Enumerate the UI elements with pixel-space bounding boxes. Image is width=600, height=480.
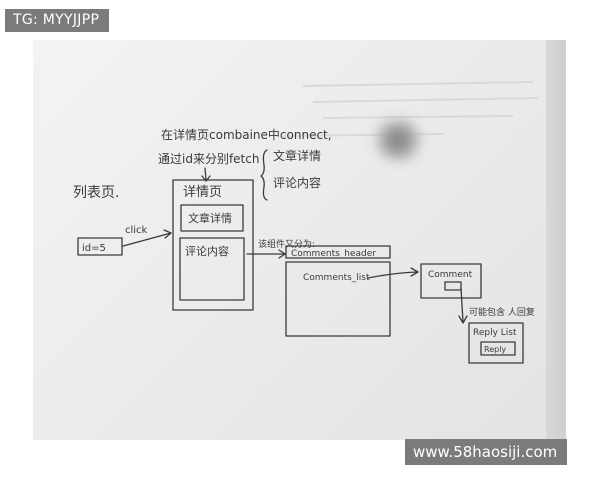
comments-list-label: Comments_list (303, 273, 370, 283)
reply-list-label: Reply List (473, 328, 517, 338)
note-branch-article: 文章详情 (273, 148, 321, 163)
id-box (77, 237, 123, 256)
comments-list-box (285, 261, 391, 337)
detail-page-box (172, 179, 254, 311)
note-line-1: 在详情页combaine中connect, (161, 127, 332, 142)
brace (260, 149, 268, 201)
comment-content-box (179, 237, 245, 301)
note-line-2: 通过id来分别fetch (158, 152, 259, 166)
paper-edge (546, 40, 566, 440)
comment-arrow (367, 271, 418, 279)
click-label: click (125, 225, 148, 236)
reply-label: Reply (484, 345, 506, 354)
reply-list-box (468, 322, 524, 364)
detail-page-title: 详情页 (183, 185, 222, 200)
click-arrow (122, 232, 172, 247)
photo-of-sketch: 在详情页combaine中connect, 通过id来分别fetch 文章详情 … (33, 40, 566, 440)
comments-header-label: Comments_header (291, 249, 376, 259)
id-box-text: id=5 (82, 243, 106, 254)
article-detail-label: 文章详情 (188, 211, 232, 225)
comment-split-note: 该组件又分为: (258, 238, 315, 250)
watermark-bottom: www.58haosiji.com (405, 439, 568, 465)
reply-note: 可能包含 人回复 (469, 306, 535, 318)
list-page-label: 列表页. (73, 185, 119, 201)
hand-drawn-diagram: 在详情页combaine中connect, 通过id来分别fetch 文章详情 … (73, 127, 535, 364)
comments-header-box (285, 245, 391, 259)
reply-box (480, 341, 516, 356)
note-arrow (204, 167, 207, 181)
watermark-top: TG: MYYJJPP (5, 9, 110, 32)
comment-label: Comment (428, 270, 473, 280)
note-branch-comments: 评论内容 (273, 175, 321, 190)
reply-arrow (460, 287, 464, 323)
comment-box (420, 263, 482, 299)
article-detail-box (180, 204, 244, 232)
blurred-region (373, 120, 423, 160)
comment-inner-box (444, 281, 462, 291)
comment-content-label: 评论内容 (185, 244, 229, 258)
